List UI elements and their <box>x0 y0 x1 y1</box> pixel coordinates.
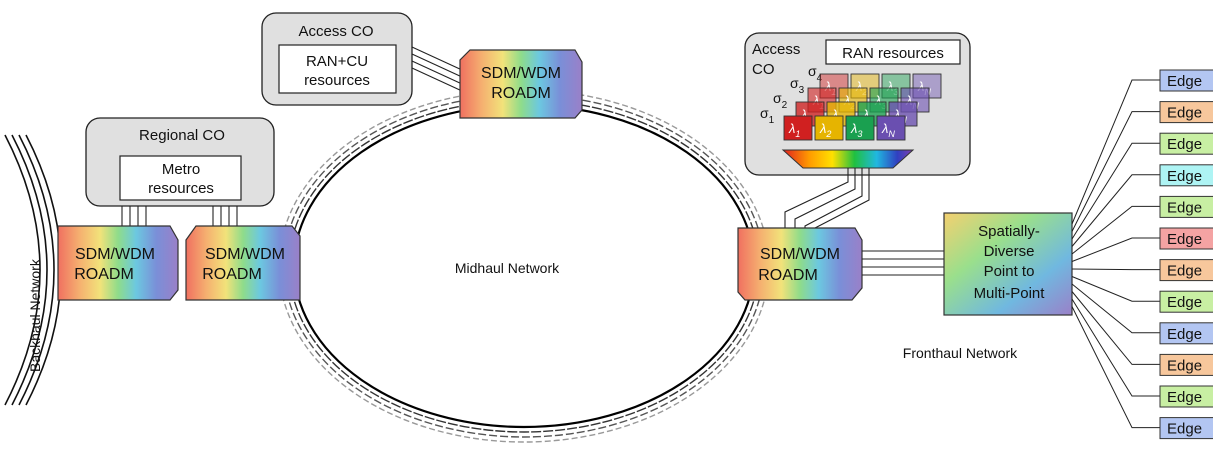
edge-label: Edge <box>1167 326 1202 343</box>
lambda-tile <box>814 115 844 141</box>
access-co-right-links <box>784 168 870 229</box>
edge-label: Edge <box>1167 73 1202 90</box>
lambda-label: λN <box>881 121 895 139</box>
edge-label: Edge <box>1167 136 1202 153</box>
mux-funnel <box>781 149 915 169</box>
spatial-line1: Spatially- <box>978 223 1040 240</box>
metro-line1: Metro <box>162 161 200 178</box>
roadm-left-1-line2: ROADM <box>74 266 134 283</box>
lambda-label: λ3 <box>850 121 862 139</box>
access-co-right-line1: Access <box>752 41 800 58</box>
edge-node <box>1159 322 1213 345</box>
edge-node <box>1159 417 1213 440</box>
edge-node <box>1159 69 1213 92</box>
fronthaul-label: Fronthaul Network <box>903 345 1018 361</box>
edge-node <box>1159 290 1213 313</box>
metro-line2: resources <box>148 180 214 197</box>
roadm-top <box>459 49 583 119</box>
fronthaul-link <box>1071 142 1160 240</box>
edge-label: Edge <box>1167 105 1202 122</box>
svg-text:σ3: σ3 <box>790 75 805 96</box>
metro-box <box>119 155 242 201</box>
edge-label: Edge <box>1167 389 1202 406</box>
edge-node <box>1159 101 1213 124</box>
regional-co-label: Regional CO <box>139 127 225 144</box>
fronthaul-link <box>1071 306 1160 429</box>
spatial-splitter <box>943 212 1073 316</box>
fronthaul-link <box>1071 276 1160 302</box>
edge-node <box>1159 164 1213 187</box>
svg-text:σ2: σ2 <box>773 90 788 111</box>
access-co-top-links <box>411 46 463 92</box>
fronthaul-link <box>1071 111 1160 232</box>
edge-node <box>1159 385 1213 408</box>
lambda-label: λ2 <box>819 121 831 139</box>
edge-label: Edge <box>1167 168 1202 185</box>
roadm-to-splitter-links <box>862 250 944 276</box>
edge-node <box>1159 195 1213 218</box>
edge-node <box>1159 227 1213 250</box>
roadm-right-line2: ROADM <box>758 267 818 284</box>
lambda-tile <box>845 115 875 141</box>
fronthaul-link <box>1071 174 1160 247</box>
edge-label: Edge <box>1167 199 1202 216</box>
edge-label: Edge <box>1167 357 1202 374</box>
fronthaul-link <box>1071 283 1160 334</box>
spatial-line4: Multi-Point <box>974 285 1046 302</box>
regional-co-links <box>121 206 238 226</box>
ran-cu-line1: RAN+CU <box>306 53 368 70</box>
roadm-left-1-line1: SDM/WDM <box>75 246 155 263</box>
spatial-line2: Diverse <box>984 243 1035 260</box>
access-co-right-line2: CO <box>752 61 775 78</box>
edge-label: Edge <box>1167 421 1202 438</box>
midhaul-label: Midhaul Network <box>455 260 560 276</box>
edge-label: Edge <box>1167 263 1202 280</box>
edge-node <box>1159 259 1213 282</box>
roadm-right <box>737 227 863 301</box>
roadm-top-line2: ROADM <box>491 85 551 102</box>
ran-cu-box <box>278 44 397 94</box>
fronthaul-link <box>1071 237 1160 262</box>
backhaul-label: Backhaul Network <box>27 258 43 372</box>
fronthaul-link <box>1071 79 1160 225</box>
ran-resources-label: RAN resources <box>842 45 944 62</box>
roadm-left-2-line2: ROADM <box>202 266 262 283</box>
ran-resources-box <box>825 39 961 65</box>
roadm-right-line1: SDM/WDM <box>760 246 840 263</box>
lambda-tile <box>876 115 906 141</box>
roadm-left-2 <box>185 225 301 301</box>
roadm-left-2-line1: SDM/WDM <box>205 246 285 263</box>
roadm-top-line1: SDM/WDM <box>481 65 561 82</box>
fronthaul-link <box>1071 291 1160 365</box>
svg-text:σ1: σ1 <box>760 105 775 126</box>
edge-node <box>1159 132 1213 155</box>
edge-label: Edge <box>1167 294 1202 311</box>
edge-node <box>1159 353 1213 376</box>
wavelength-stack: λ1λ2λ3λNλ1λ2λ3λNλ1λ2λ3λNλ1λ2λ3λN <box>783 73 942 141</box>
fronthaul-link <box>1071 298 1160 397</box>
access-co-top-label: Access CO <box>298 23 373 40</box>
fronthaul-link <box>1071 268 1160 271</box>
ran-cu-line2: resources <box>304 72 370 89</box>
edge-label: Edge <box>1167 231 1202 248</box>
fronthaul-link <box>1071 205 1160 255</box>
lambda-label: λ1 <box>788 121 800 139</box>
lambda-tile <box>783 115 813 141</box>
roadm-left-1 <box>57 225 179 301</box>
edge-nodes: EdgeEdgeEdgeEdgeEdgeEdgeEdgeEdgeEdgeEdge… <box>1159 69 1213 440</box>
fronthaul-fanout <box>1071 79 1160 429</box>
spatial-line3: Point to <box>984 263 1035 280</box>
